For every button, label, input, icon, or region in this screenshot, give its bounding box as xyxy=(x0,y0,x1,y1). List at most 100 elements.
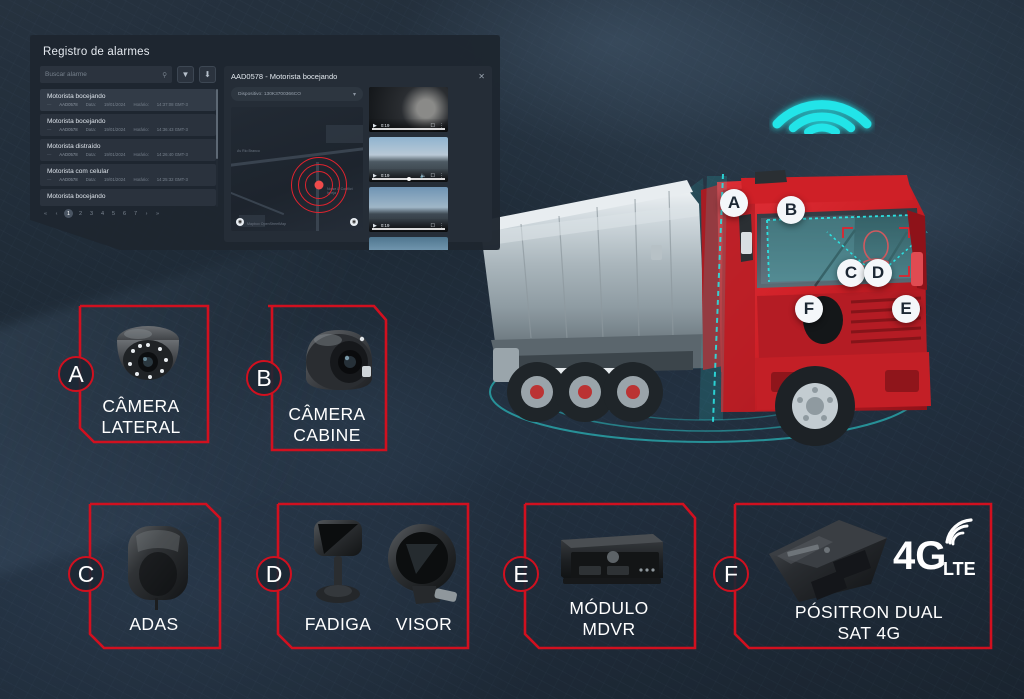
video-thumbnail[interactable]: ▶ 0:19 ☐ ⋮ xyxy=(369,87,448,132)
pagination-page-7[interactable]: 7 xyxy=(133,210,138,217)
callout-modulo-mdvr: E MÓDULO MDVR xyxy=(503,498,705,656)
device-select[interactable]: Dispositivo: 130K3700366CO ▾ xyxy=(231,87,363,101)
alarm-row[interactable]: Motorista bocejando — AAD0578 Data: 19/0… xyxy=(40,114,216,136)
callout-label-fadiga: FADIGA xyxy=(304,614,372,634)
alarm-bullet-icon: — xyxy=(47,102,52,107)
truck-marker-f[interactable]: F xyxy=(795,295,823,323)
pagination-prev[interactable]: ‹ xyxy=(55,210,58,217)
truck-marker-d[interactable]: D xyxy=(864,259,892,287)
adas-module xyxy=(128,526,188,610)
detail-title: AAD0578 - Motorista bocejando xyxy=(231,72,338,81)
mute-icon[interactable]: 🔈 xyxy=(420,172,427,179)
alarm-date: 19/01/2024 xyxy=(103,177,126,182)
map-block xyxy=(239,215,265,227)
video-thumbnail[interactable]: ▶ 0:19 🔈 ☐ ⋮ xyxy=(369,237,448,250)
callout-badge-a[interactable]: A xyxy=(58,356,94,392)
pagination-page-4[interactable]: 4 xyxy=(100,210,105,217)
pagination-next[interactable]: › xyxy=(145,210,148,217)
truck-marker-c[interactable]: C xyxy=(837,259,865,287)
truck-marker-e[interactable]: E xyxy=(892,295,920,323)
alarm-date-label: Data: xyxy=(85,102,96,107)
fadiga-sensor xyxy=(314,520,362,603)
alarm-date: 19/01/2024 xyxy=(103,102,126,107)
info-icon[interactable]: ◉ xyxy=(350,218,358,226)
chevron-down-icon: ▾ xyxy=(352,91,356,98)
callout-label-camera-lateral: CÂMERA LATERAL xyxy=(101,396,181,437)
alarm-list[interactable]: Motorista bocejando — AAD0578 Data: 19/0… xyxy=(40,89,218,218)
play-icon[interactable]: ▶ xyxy=(373,172,377,179)
alarm-date-label: Data: xyxy=(85,177,96,182)
alarm-list-scrollbar[interactable] xyxy=(216,89,218,207)
truck-marker-a[interactable]: A xyxy=(720,189,748,217)
alarm-title: Motorista com celular xyxy=(47,168,109,175)
close-icon[interactable]: ✕ xyxy=(478,72,485,81)
alarm-row[interactable]: Motorista com celular — AAD0578 Data: 19… xyxy=(40,164,216,186)
callout-frame xyxy=(88,502,222,650)
callout-label-adas: ADAS xyxy=(129,614,179,634)
alarm-list-panel: Buscar alarme ⚲ ▼ ⬇ Motorista bocejando … xyxy=(40,66,218,242)
callout-positron-dual-sat-4g: 4G LTE F PÓSITRON DUAL SAT 4G xyxy=(713,498,1011,656)
truck-marker-b[interactable]: B xyxy=(777,196,805,224)
signal-icon xyxy=(945,518,973,546)
alarm-time-label: Horário: xyxy=(133,102,149,107)
video-time: 0:19 xyxy=(380,173,390,178)
video-progress-knob[interactable] xyxy=(407,177,411,181)
compass-icon[interactable]: ◉ xyxy=(236,218,244,226)
download-icon[interactable]: ⬇ xyxy=(199,66,216,83)
alarm-bullet-icon: — xyxy=(47,177,52,182)
more-options-icon[interactable]: ⋮ xyxy=(439,172,444,179)
pagination-page-3[interactable]: 3 xyxy=(89,210,94,217)
map-attribution: Mapbox OpenStreetMap xyxy=(247,222,287,226)
callout-frame xyxy=(276,502,470,650)
more-options-icon[interactable]: ⋮ xyxy=(439,122,444,129)
alarm-plate: AAD0578 xyxy=(59,177,78,182)
pagination-page-5[interactable]: 5 xyxy=(111,210,116,217)
map-street-label: Av Rio Branco xyxy=(237,149,260,153)
lte-badge-4g: 4G xyxy=(893,534,947,578)
callout-badge-f[interactable]: F xyxy=(713,556,749,592)
more-options-icon[interactable]: ⋮ xyxy=(439,222,444,229)
alarm-time: 14:37:08 GMT-3 xyxy=(156,102,188,107)
pagination-page-2[interactable]: 2 xyxy=(78,210,83,217)
callout-badge-b[interactable]: B xyxy=(246,360,282,396)
video-progress[interactable] xyxy=(372,128,445,130)
alarm-row[interactable]: Motorista bocejando xyxy=(40,189,216,206)
callout-badge-e[interactable]: E xyxy=(503,556,539,592)
alarm-title: Motorista bocejando xyxy=(47,118,106,125)
callout-label-camera-cabine: CÂMERA CABINE xyxy=(288,404,366,445)
mdvr-module xyxy=(561,534,663,584)
callout-badge-d[interactable]: D xyxy=(256,556,292,592)
alarm-location-map[interactable]: Av Rio Branco Noise & Conflict Igreja ◉ … xyxy=(231,107,363,231)
callout-badge-c[interactable]: C xyxy=(68,556,104,592)
pagination-last[interactable]: » xyxy=(155,210,160,217)
alarm-row[interactable]: Motorista bocejando — AAD0578 Data: 19/0… xyxy=(40,89,216,111)
alarm-date: 19/01/2024 xyxy=(103,152,126,157)
video-thumbnail[interactable]: ▶ 0:19 ☐ ⋮ xyxy=(369,187,448,232)
alarm-bullet-icon: — xyxy=(47,127,52,132)
alarm-date: 19/01/2024 xyxy=(103,127,126,132)
callout-frame xyxy=(733,502,993,650)
filter-icon[interactable]: ▼ xyxy=(177,66,194,83)
truck-illustration xyxy=(481,170,931,446)
alarm-time: 14:25:32 GMT-3 xyxy=(156,177,188,182)
fullscreen-icon[interactable]: ☐ xyxy=(430,122,435,129)
pagination-first[interactable]: « xyxy=(43,210,48,217)
search-placeholder: Buscar alarme xyxy=(45,71,87,78)
alarm-title: Motorista distraído xyxy=(47,143,101,150)
callout-frame xyxy=(523,502,697,650)
search-input[interactable]: Buscar alarme ⚲ xyxy=(40,66,172,83)
video-progress[interactable] xyxy=(372,228,445,230)
pagination-page-1[interactable]: 1 xyxy=(64,209,73,218)
play-icon[interactable]: ▶ xyxy=(373,222,377,229)
callout-label-visor: VISOR xyxy=(395,614,453,634)
scrollbar-thumb[interactable] xyxy=(216,89,218,159)
video-preview xyxy=(369,237,448,250)
alarm-row[interactable]: Motorista distraído — AAD0578 Data: 19/0… xyxy=(40,139,216,161)
pagination[interactable]: « ‹ 1 2 3 4 5 6 7 › » xyxy=(40,209,216,218)
pagination-page-6[interactable]: 6 xyxy=(122,210,127,217)
fullscreen-icon[interactable]: ☐ xyxy=(430,222,435,229)
play-icon[interactable]: ▶ xyxy=(373,122,377,129)
alarm-time: 14:36:43 GMT-3 xyxy=(156,127,188,132)
video-thumbnail[interactable]: ▶ 0:19 🔈 ☐ ⋮ xyxy=(369,137,448,182)
fullscreen-icon[interactable]: ☐ xyxy=(430,172,435,179)
